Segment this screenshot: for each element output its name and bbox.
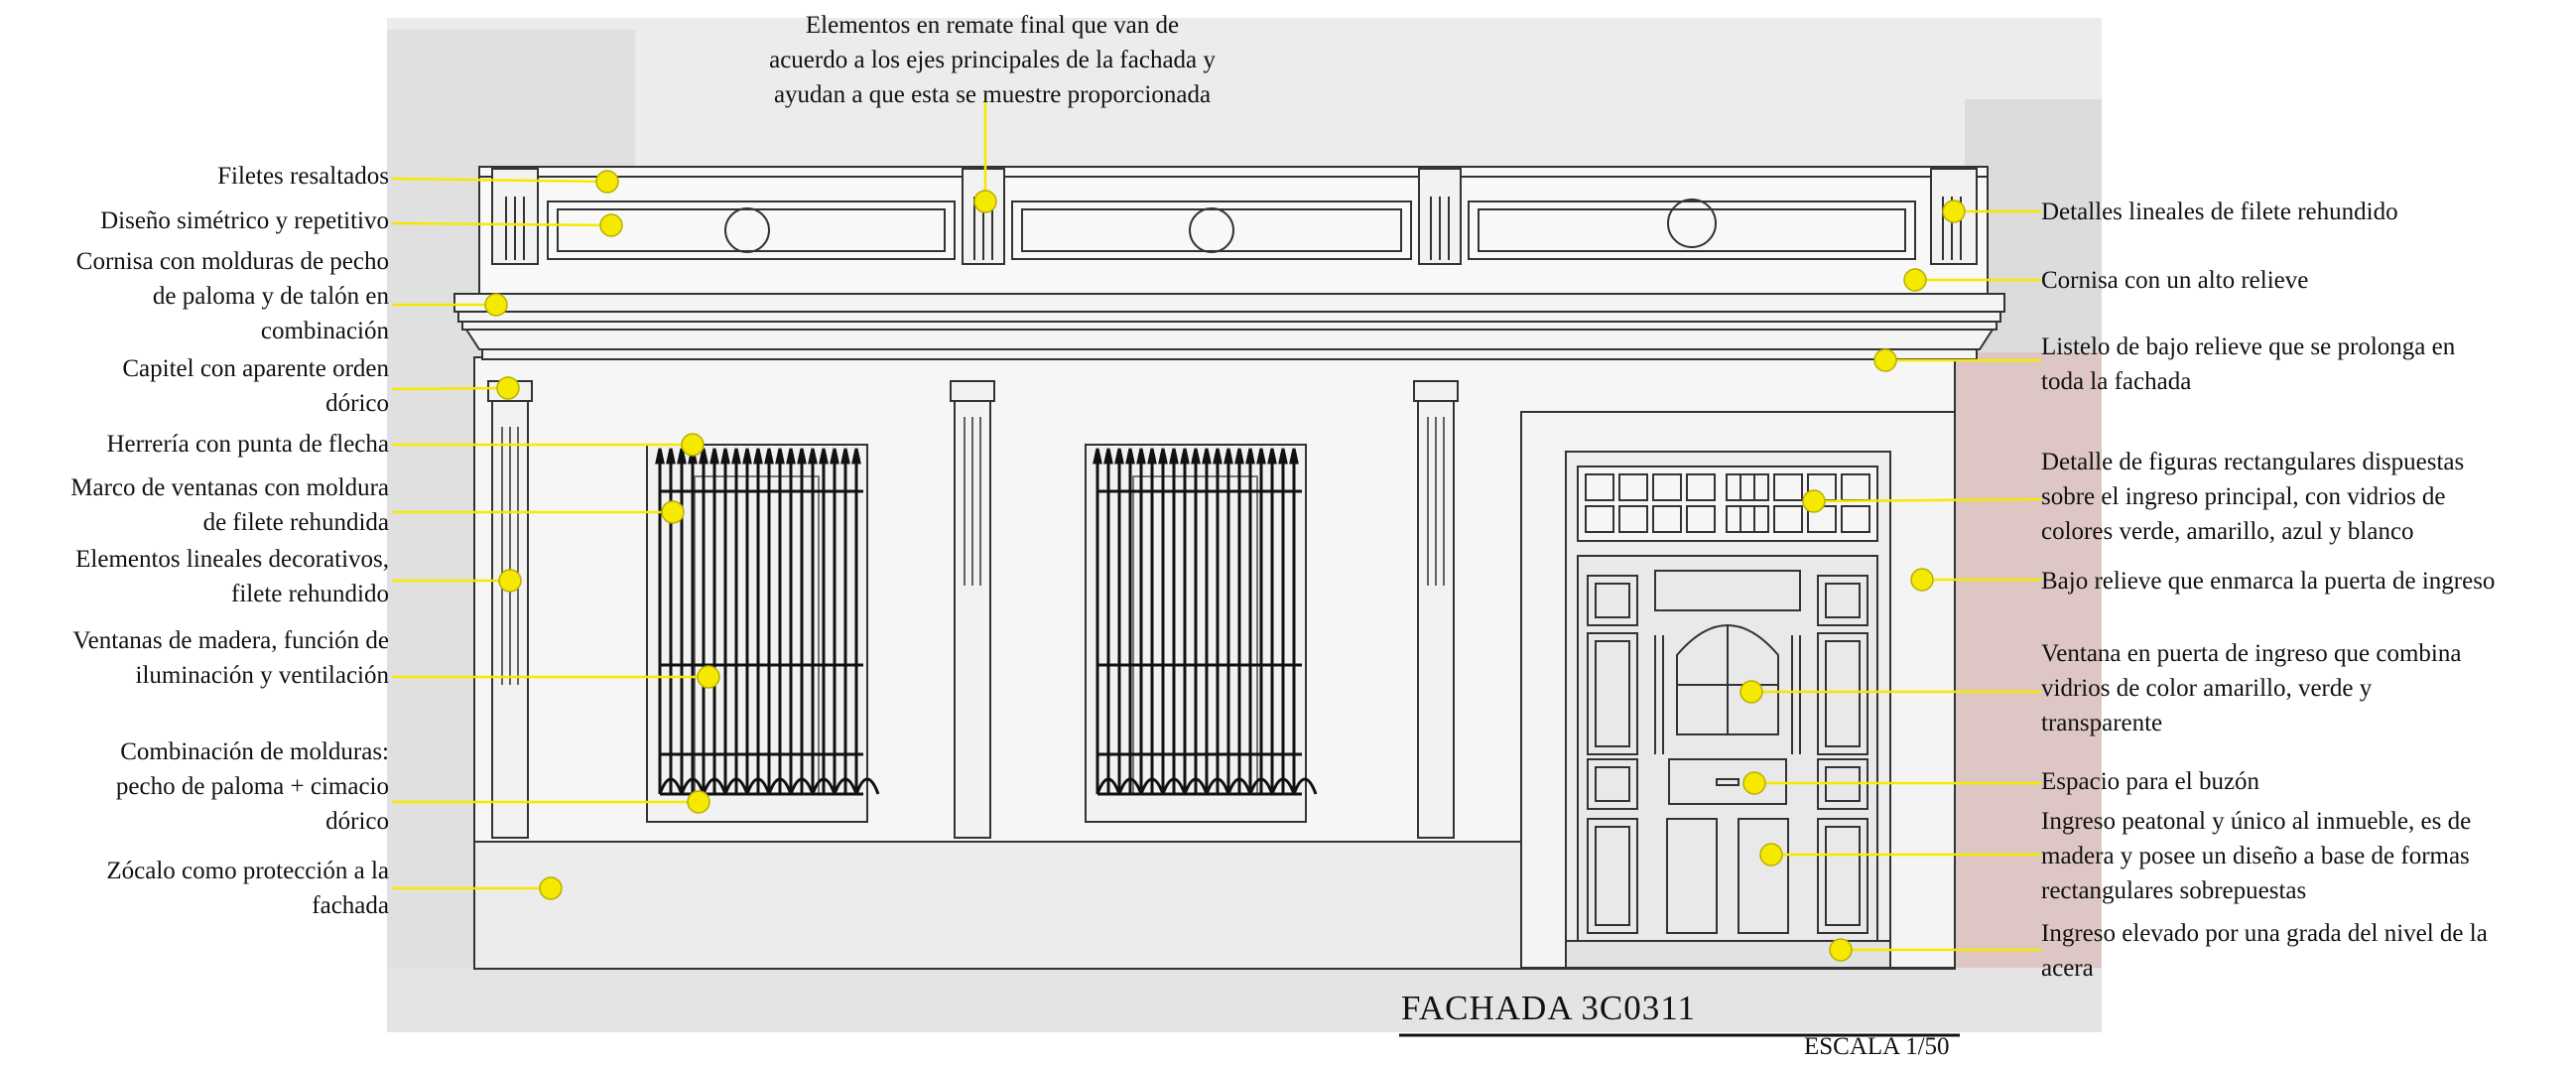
left-5-marker	[681, 433, 705, 457]
right-9-marker	[1829, 938, 1853, 962]
left-label-3-line-2: de paloma y de talón en	[152, 283, 389, 310]
left-label-9-line-3: dórico	[325, 808, 389, 835]
left-label-3: Cornisa con molduras de pecho de paloma y…	[76, 244, 389, 348]
left-8-marker	[697, 665, 720, 689]
left-label-4: Capitel con aparente orden dórico	[122, 351, 389, 421]
right-label-1: Detalles lineales de filete rehundido	[2041, 195, 2398, 229]
left-label-3-line-1: Cornisa con molduras de pecho	[75, 248, 389, 275]
right-5-marker	[1910, 568, 1934, 592]
right-label-4-line-1: Detalle de figuras rectangulares dispues…	[2041, 449, 2465, 475]
left-label-9: Combinación de molduras: pecho de paloma …	[116, 734, 389, 839]
top-marker	[973, 190, 997, 213]
right-label-6: Ventana en puerta de ingreso que combina…	[2041, 636, 2461, 740]
right-label-5: Bajo relieve que enmarca la puerta de in…	[2041, 564, 2495, 599]
right-label-9-line-2: acera	[2041, 955, 2094, 982]
left-6-marker	[661, 500, 685, 524]
right-3-marker	[1873, 348, 1897, 372]
right-label-4-line-3: colores verde, amarillo, azul y blanco	[2041, 518, 2414, 545]
left-label-9-line-2: pecho de paloma + cimacio	[115, 773, 389, 800]
left-label-6: Marco de ventanas con moldura de filete r…	[70, 470, 389, 540]
left-2-leader	[391, 221, 612, 227]
right-1-marker	[1942, 200, 1966, 223]
right-label-6-line-2: vidrios de color amarillo, verde y	[2041, 675, 2373, 702]
left-label-4-line-2: dórico	[325, 390, 389, 417]
right-label-6-line-3: transparente	[2041, 710, 2163, 736]
right-label-1-line-1: Detalles lineales de filete rehundido	[2041, 199, 2398, 225]
drawing-scale: ESCALA 1/50	[1804, 1033, 1950, 1060]
left-2-marker	[599, 213, 623, 237]
right-label-8-line-3: rectangulares sobrepuestas	[2041, 877, 2307, 904]
right-label-6-line-1: Ventana en puerta de ingreso que combina	[2041, 640, 2462, 667]
right-label-4: Detalle de figuras rectangulares dispues…	[2041, 445, 2464, 549]
left-label-2-line-1: Diseño simétrico y repetitivo	[100, 207, 389, 234]
left-9-marker	[687, 790, 710, 814]
pilaster-grooves	[501, 417, 1445, 685]
left-label-1: Filetes resaltados	[217, 159, 389, 194]
right-label-3: Listelo de bajo relieve que se prolonga …	[2041, 330, 2455, 399]
left-label-6-line-1: Marco de ventanas con moldura	[70, 474, 389, 501]
entrance-door	[1577, 555, 1878, 942]
right-7-marker	[1742, 771, 1766, 795]
right-label-8: Ingreso peatonal y único al inmueble, es…	[2041, 804, 2471, 908]
left-label-1-line-1: Filetes resaltados	[217, 163, 389, 190]
left-4-marker	[496, 376, 520, 400]
window-left	[646, 444, 880, 823]
left-label-3-line-3: combinación	[260, 318, 389, 344]
annotation-leaders	[391, 94, 2042, 962]
left-label-7: Elementos lineales decorativos, filete re…	[75, 542, 389, 611]
sidewalk	[387, 968, 2102, 1032]
right-label-2: Cornisa con un alto relieve	[2041, 263, 2308, 298]
background-red-wall	[1953, 352, 2102, 988]
left-4-leader	[391, 386, 509, 391]
right-4-leader	[1813, 497, 2042, 503]
left-label-10-line-2: fachada	[312, 892, 389, 919]
left-1-leader	[391, 177, 608, 184]
right-label-8-line-2: madera y posee un diseño a base de forma…	[2041, 843, 2470, 869]
left-label-8-line-2: iluminación y ventilación	[135, 662, 390, 689]
left-label-10-line-1: Zócalo como protección a la	[106, 858, 389, 884]
parapet-panels	[547, 199, 1916, 260]
right-6-marker	[1739, 680, 1763, 704]
drawing-title: FACHADA 3C0311	[1401, 989, 1696, 1027]
left-label-9-line-1: Combinación de molduras:	[120, 738, 389, 765]
right-label-3-line-2: toda la fachada	[2041, 368, 2192, 395]
right-label-4-line-2: sobre el ingreso principal, con vidrios …	[2041, 483, 2446, 510]
right-2-marker	[1903, 268, 1927, 292]
right-8-marker	[1759, 843, 1783, 866]
left-1-marker	[595, 170, 619, 194]
right-label-5-line-1: Bajo relieve que enmarca la puerta de in…	[2041, 568, 2496, 595]
right-4-marker	[1802, 489, 1826, 513]
right-label-3-line-1: Listelo de bajo relieve que se prolonga …	[2041, 333, 2456, 360]
right-label-2-line-1: Cornisa con un alto relieve	[2041, 267, 2309, 294]
left-label-8: Ventanas de madera, función de iluminació…	[72, 623, 389, 693]
left-label-2: Diseño simétrico y repetitivo	[100, 203, 389, 238]
left-label-5-line-1: Herrería con punta de flecha	[106, 431, 389, 458]
right-label-8-line-1: Ingreso peatonal y único al inmueble, es…	[2041, 808, 2472, 835]
door-panels	[1587, 570, 1868, 934]
left-label-8-line-1: Ventanas de madera, función de	[72, 627, 389, 654]
left-label-4-line-1: Capitel con aparente orden	[122, 355, 389, 382]
right-label-9: Ingreso elevado por una grada del nivel …	[2041, 916, 2488, 986]
left-label-5: Herrería con punta de flecha	[106, 427, 389, 462]
right-label-7: Espacio para el buzón	[2041, 764, 2259, 799]
left-7-marker	[498, 569, 522, 593]
left-label-7-line-1: Elementos lineales decorativos,	[75, 546, 389, 573]
right-label-9-line-1: Ingreso elevado por una grada del nivel …	[2041, 920, 2488, 947]
window-right	[1085, 444, 1318, 823]
left-label-7-line-2: filete rehundido	[231, 581, 389, 607]
left-10-marker	[539, 876, 563, 900]
left-3-marker	[484, 293, 508, 317]
right-label-7-line-1: Espacio para el buzón	[2041, 768, 2260, 795]
left-label-6-line-2: de filete rehundida	[202, 509, 389, 536]
cornice	[453, 293, 2005, 360]
left-label-10: Zócalo como protección a la fachada	[106, 854, 389, 923]
transom-glass-grid	[1585, 473, 1870, 533]
